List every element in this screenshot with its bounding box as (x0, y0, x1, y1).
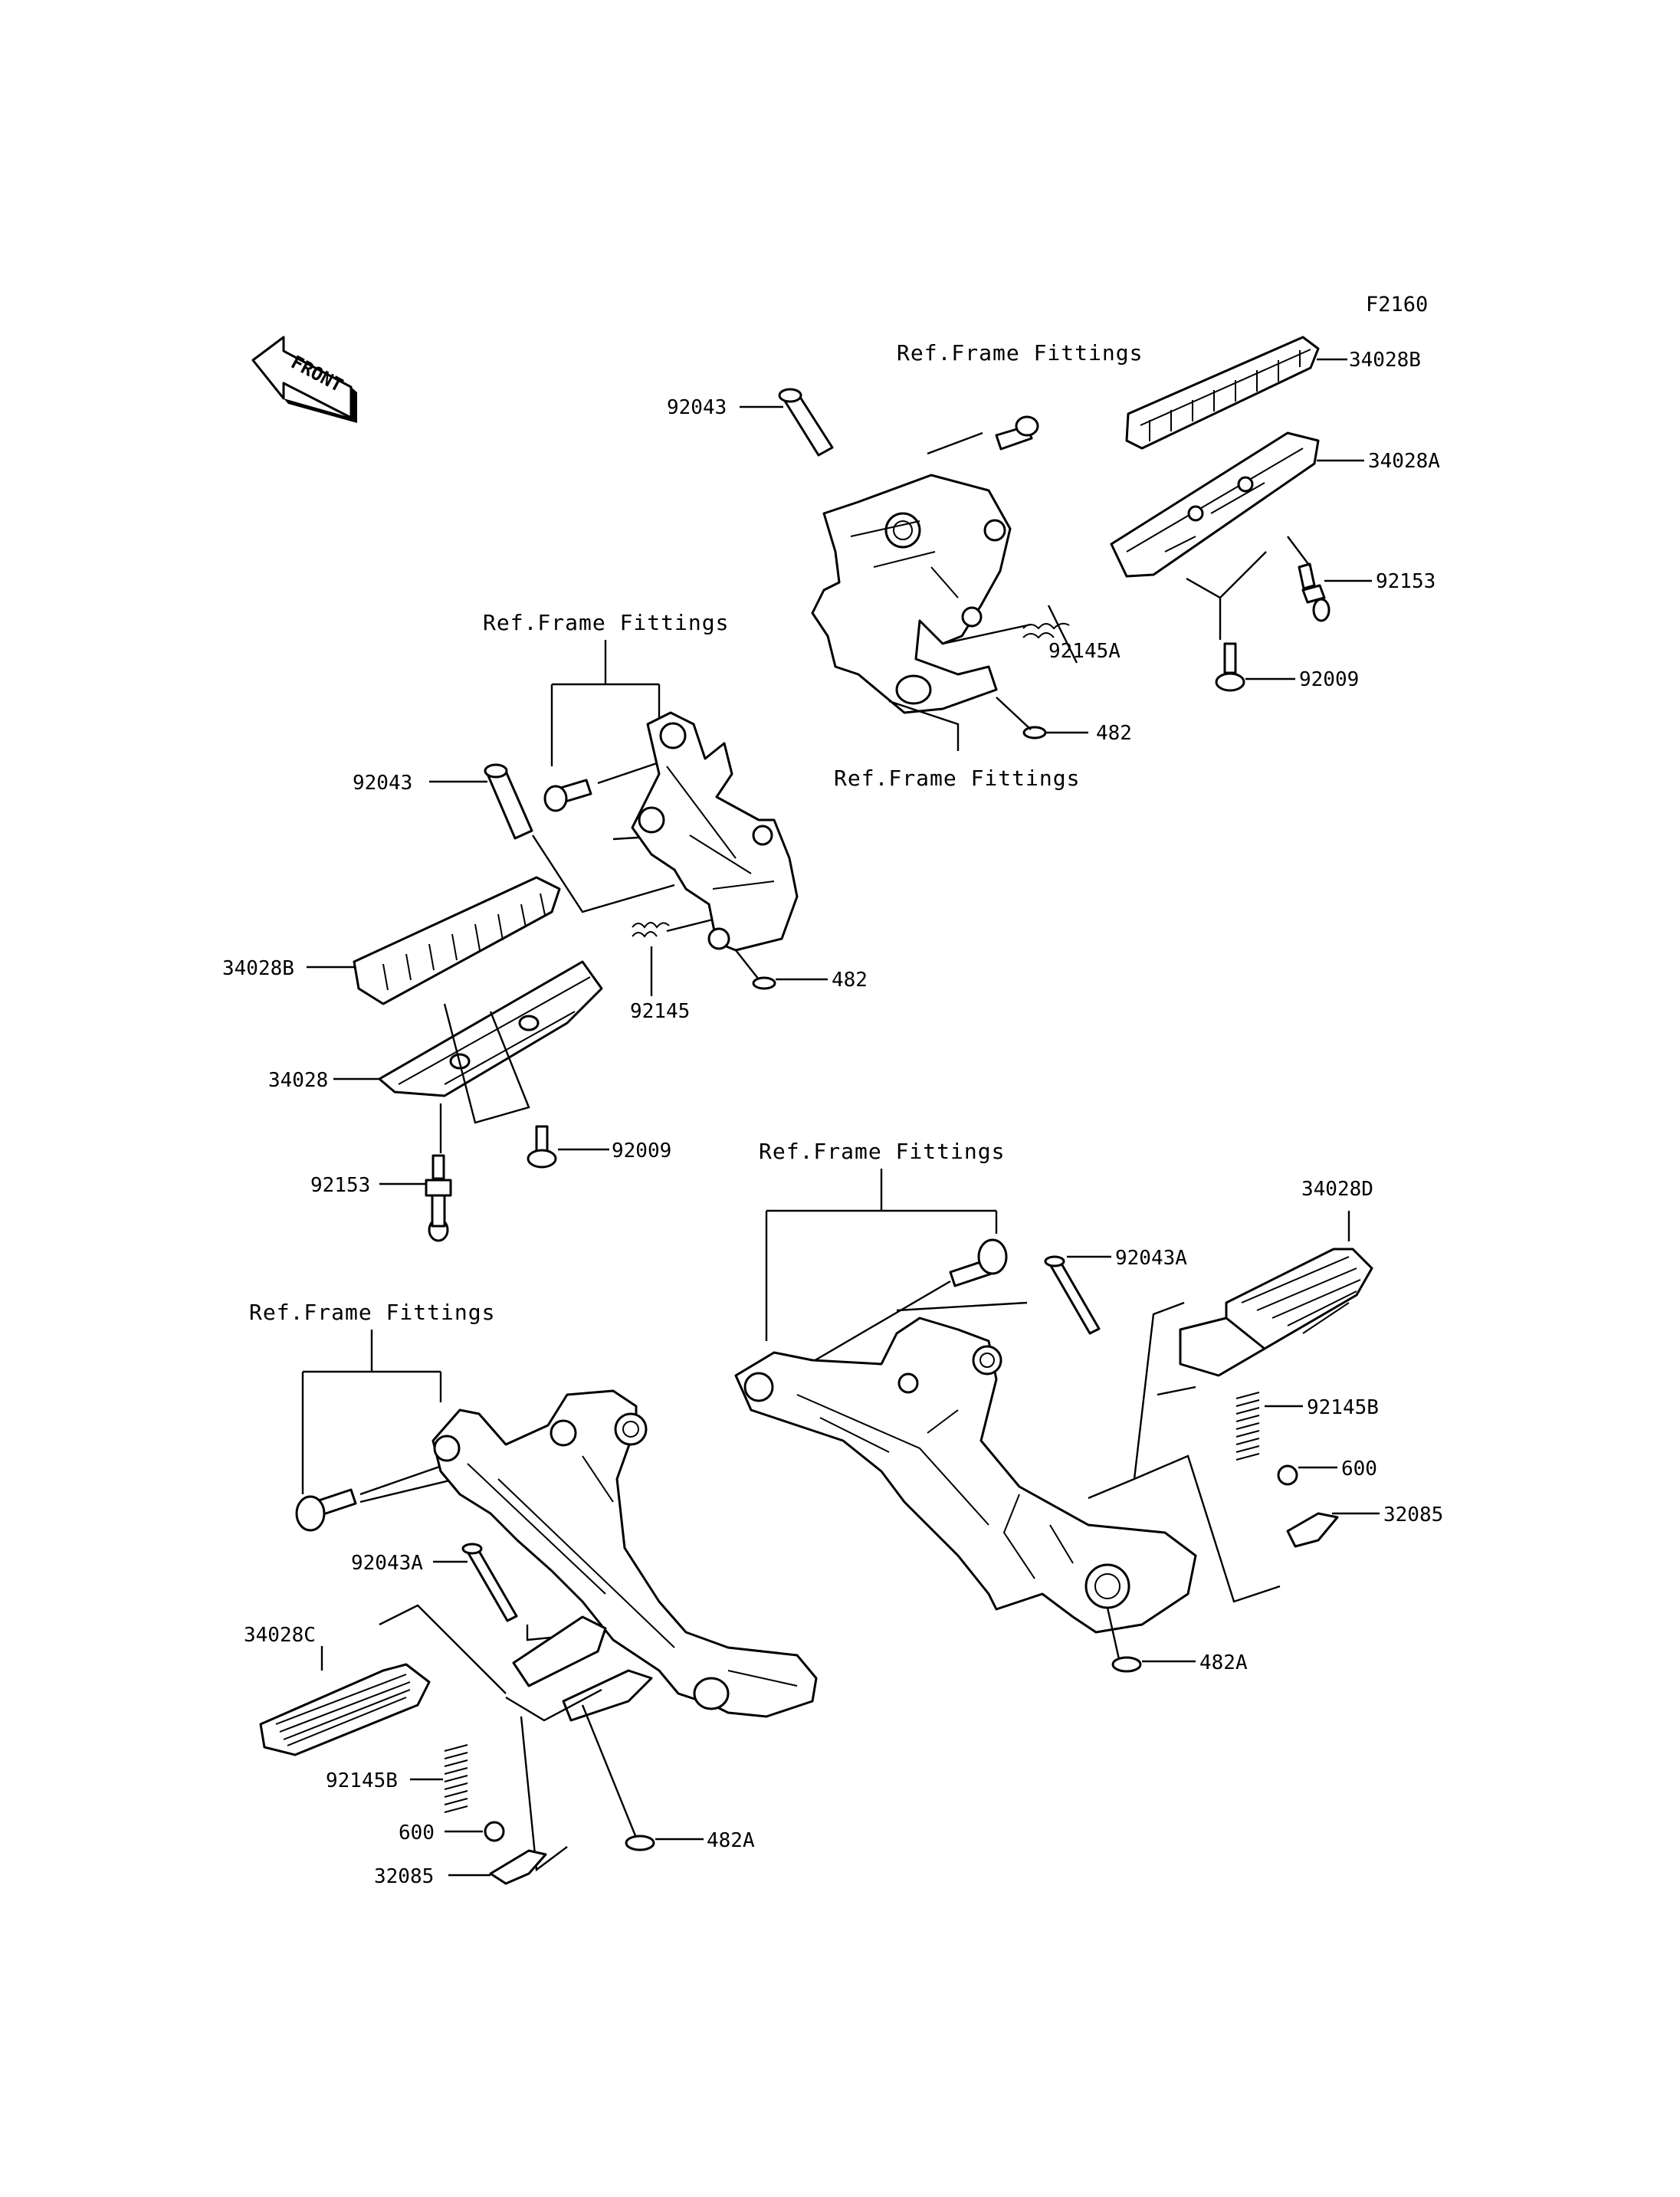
label-482-left: 482 (832, 969, 868, 992)
label-92009-left: 92009 (612, 1139, 671, 1162)
label-34028B-left: 34028B (222, 957, 294, 980)
passenger-bracket-left: Ref.Frame Fittings 92043A 34028C (244, 1300, 818, 1888)
ref-frame-fittings-label-lower: Ref.Frame Fittings (834, 766, 1080, 791)
label-92153-left: 92153 (310, 1174, 370, 1197)
bolt-ref-left (543, 779, 592, 812)
label-34028A: 34028A (1368, 450, 1440, 473)
bolt-ref-bl (295, 1488, 357, 1532)
label-482A-right: 482A (1199, 1651, 1248, 1674)
label-92009-top: 92009 (1299, 668, 1359, 691)
ball-600-right (1277, 1464, 1298, 1486)
label-482A-left: 482A (707, 1829, 755, 1852)
label-600-right: 600 (1341, 1458, 1377, 1481)
spring-92145A (1022, 622, 1070, 639)
pin-92043A-left (461, 1543, 518, 1622)
spring-92145B-left (444, 1744, 468, 1813)
label-92043-left: 92043 (353, 772, 412, 795)
circlip-482-top (1022, 726, 1047, 739)
label-482-top: 482 (1096, 722, 1132, 745)
pin-92153-left (425, 1154, 452, 1242)
pin-92043-left (484, 763, 533, 840)
footpeg-right: 34028B 34028A 92153 92009 (1110, 336, 1440, 692)
label-32085-right: 32085 (1383, 1503, 1443, 1526)
bracket-32085-left (489, 1849, 547, 1885)
ref-frame-fittings-label-bl: Ref.Frame Fittings (249, 1300, 495, 1325)
bolt-ref (995, 415, 1039, 451)
label-34028C: 34028C (244, 1624, 316, 1647)
label-34028: 34028 (268, 1069, 328, 1092)
label-92145A: 92145A (1048, 640, 1121, 663)
circlip-482A-left (625, 1835, 655, 1851)
passenger-bracket-right: Ref.Frame Fittings 92043A 34028D (734, 1139, 1443, 1674)
label-34028D: 34028D (1301, 1178, 1373, 1201)
label-92043A-left: 92043A (351, 1552, 423, 1575)
label-92043: 92043 (667, 396, 727, 419)
ref-frame-fittings-label-mid: Ref.Frame Fittings (483, 610, 729, 635)
ball-600-left (484, 1821, 505, 1842)
label-92145B-right: 92145B (1307, 1396, 1379, 1419)
spring-92145B-right (1235, 1392, 1260, 1461)
bolt-ref-br (949, 1238, 1008, 1287)
label-92153-top: 92153 (1376, 570, 1436, 593)
label-92145: 92145 (630, 1000, 690, 1023)
ref-frame-fittings-label-br: Ref.Frame Fittings (759, 1139, 1005, 1164)
bracket-32085-right (1286, 1512, 1339, 1548)
spring-92145 (632, 922, 670, 938)
label-32085-left: 32085 (374, 1865, 434, 1888)
rider-bracket-left: Ref.Frame Fittings 92043 92145 (353, 610, 868, 1023)
label-92043A-right: 92043A (1115, 1247, 1187, 1270)
screw-92009-top (1215, 642, 1245, 692)
screw-92009-left (527, 1125, 557, 1169)
label-34028B-top: 34028B (1349, 349, 1421, 372)
pin-92153-top (1298, 562, 1331, 622)
front-arrow-icon: FRONT (251, 336, 357, 423)
footpeg-left: 34028B 34028 92009 92153 (222, 876, 671, 1242)
label-92145B-left: 92145B (326, 1769, 398, 1792)
figure-code: F2160 (1366, 293, 1428, 316)
pin-92043A-right (1044, 1255, 1101, 1335)
circlip-482A-right (1111, 1656, 1142, 1673)
rider-bracket-right: Ref.Frame Fittings 92043 92145A (667, 340, 1143, 791)
ref-frame-fittings-label: Ref.Frame Fittings (897, 340, 1143, 366)
circlip-482-left (752, 976, 776, 990)
pin-92043 (778, 388, 834, 457)
label-600-left: 600 (399, 1822, 435, 1844)
